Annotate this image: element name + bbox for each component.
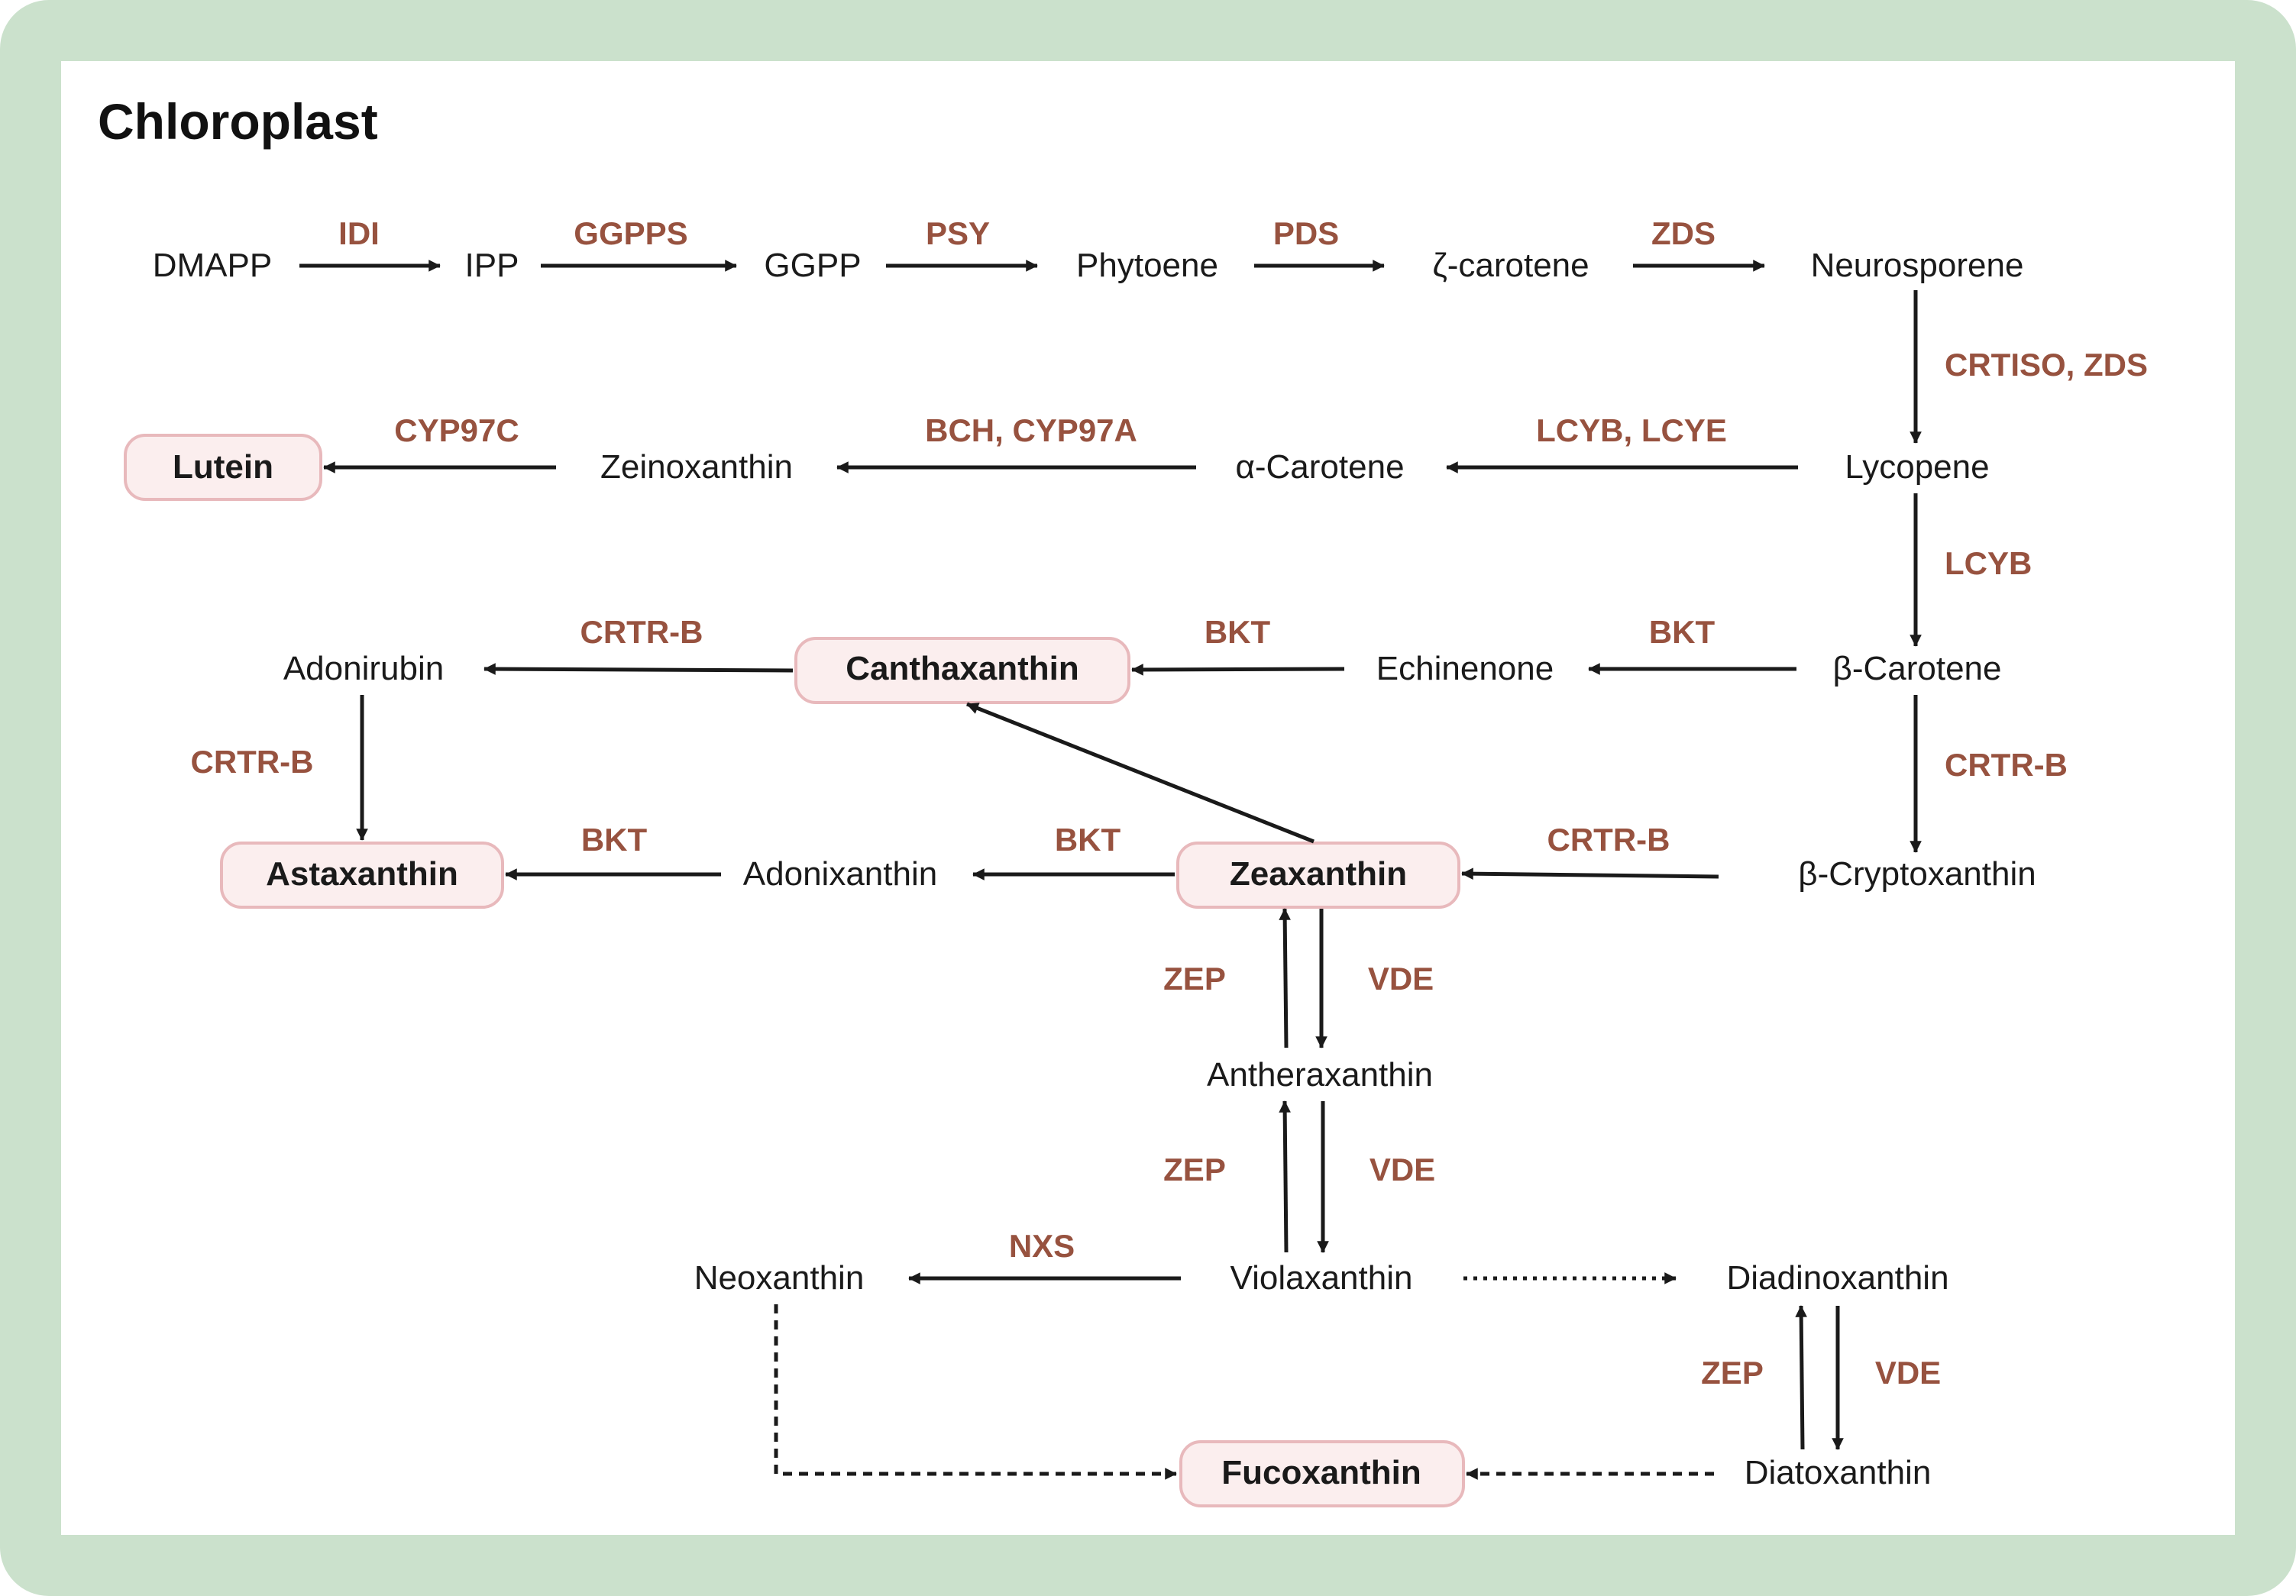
arrow-diatoxanthin-diadinoxanthin <box>1795 1305 1807 1450</box>
arrow-antheraxanthin-zeaxanthin <box>1279 908 1291 1048</box>
node-canthaxanthin: Canthaxanthin <box>846 650 1079 687</box>
enzyme-cyp97c: CYP97C <box>394 412 519 448</box>
enzyme-bkt-zeaxanthin-adonixanthin: BKT <box>1055 822 1121 858</box>
astaxanthin-box <box>220 842 504 909</box>
node-zeta-carotene: ζ-carotene <box>1432 247 1589 284</box>
fucoxanthin-box <box>1179 1440 1465 1507</box>
arrow-cryptoxanthin-zeaxanthin <box>1461 867 1719 880</box>
arrow-zeaxanthin-canthaxanthin <box>966 702 1315 844</box>
enzyme-nxs: NXS <box>1009 1228 1075 1264</box>
node-beta-cryptoxanthin: β-Cryptoxanthin <box>1798 855 2036 893</box>
enzyme-vde-diadino: VDE <box>1875 1355 1941 1391</box>
node-lutein: Lutein <box>173 448 273 486</box>
enzyme-idi: IDI <box>338 215 380 251</box>
node-beta-carotene: β-Carotene <box>1833 650 2002 687</box>
arrow-echinenone-canthaxanthin <box>1131 664 1345 676</box>
diagram-panel <box>61 61 2235 1535</box>
enzyme-vde-antheraxanthin: VDE <box>1370 1152 1435 1187</box>
arrow-violaxanthin-antheraxanthin <box>1279 1100 1291 1253</box>
enzyme-bkt-beta-echinenone: BKT <box>1649 614 1716 650</box>
enzyme-pds: PDS <box>1273 215 1339 251</box>
node-fucoxanthin: Fucoxanthin <box>1221 1454 1421 1491</box>
enzyme-bch-cyp97a: BCH, CYP97A <box>925 412 1137 448</box>
enzyme-lcyb-lcye: LCYB, LCYE <box>1536 412 1727 448</box>
arrow-canthaxanthin-adonirubin <box>483 663 794 675</box>
node-astaxanthin: Astaxanthin <box>266 855 458 893</box>
node-antheraxanthin: Antheraxanthin <box>1207 1056 1433 1094</box>
node-adonirubin: Adonirubin <box>283 650 444 687</box>
diagram-title: Chloroplast <box>98 93 378 150</box>
node-echinenone: Echinenone <box>1376 650 1554 687</box>
zeaxanthin-box <box>1176 842 1460 909</box>
node-diatoxanthin: Diatoxanthin <box>1745 1454 1932 1491</box>
enzyme-ggpps: GGPPS <box>574 215 687 251</box>
enzyme-crtrb-beta-cryptoxanthin: CRTR-B <box>1945 747 2068 783</box>
node-neurosporene: Neurosporene <box>1811 247 2024 284</box>
enzyme-zep-antheraxanthin: ZEP <box>1163 1152 1226 1187</box>
canthaxanthin-box <box>794 637 1130 704</box>
node-zeaxanthin: Zeaxanthin <box>1230 855 1407 893</box>
arrow-neoxanthin-fucoxanthin <box>774 1304 1177 1480</box>
enzyme-crtiso-zds: CRTISO, ZDS <box>1945 347 2148 383</box>
lutein-box <box>124 434 322 501</box>
enzyme-crtrb-adonirubin-astaxanthin: CRTR-B <box>191 744 314 780</box>
node-violaxanthin: Violaxanthin <box>1230 1259 1413 1297</box>
enzyme-bkt-echinenone-canthaxanthin: BKT <box>1205 614 1271 650</box>
enzyme-vde-zeaxanthin: VDE <box>1368 961 1434 997</box>
node-ipp: IPP <box>465 247 519 284</box>
node-dmapp: DMAPP <box>153 247 272 284</box>
enzyme-crtrb-cryptoxanthin-zeaxanthin: CRTR-B <box>1547 822 1670 858</box>
enzyme-lcyb: LCYB <box>1945 545 2032 581</box>
node-diadinoxanthin: Diadinoxanthin <box>1726 1259 1948 1297</box>
node-phytoene: Phytoene <box>1076 247 1218 284</box>
enzyme-zep-zeaxanthin: ZEP <box>1163 961 1226 997</box>
node-alpha-carotene: α-Carotene <box>1235 448 1404 486</box>
enzyme-crtrb-canthaxanthin-adonirubin: CRTR-B <box>580 614 703 650</box>
node-adonixanthin: Adonixanthin <box>743 855 937 893</box>
node-zeinoxanthin: Zeinoxanthin <box>600 448 793 486</box>
enzyme-bkt-adonixanthin-astaxanthin: BKT <box>581 822 648 858</box>
enzyme-zds: ZDS <box>1651 215 1716 251</box>
node-ggpp: GGPP <box>764 247 861 284</box>
enzyme-zep-diadino: ZEP <box>1701 1355 1764 1391</box>
node-lycopene: Lycopene <box>1845 448 1989 486</box>
enzyme-psy: PSY <box>926 215 990 251</box>
node-neoxanthin: Neoxanthin <box>694 1259 865 1297</box>
